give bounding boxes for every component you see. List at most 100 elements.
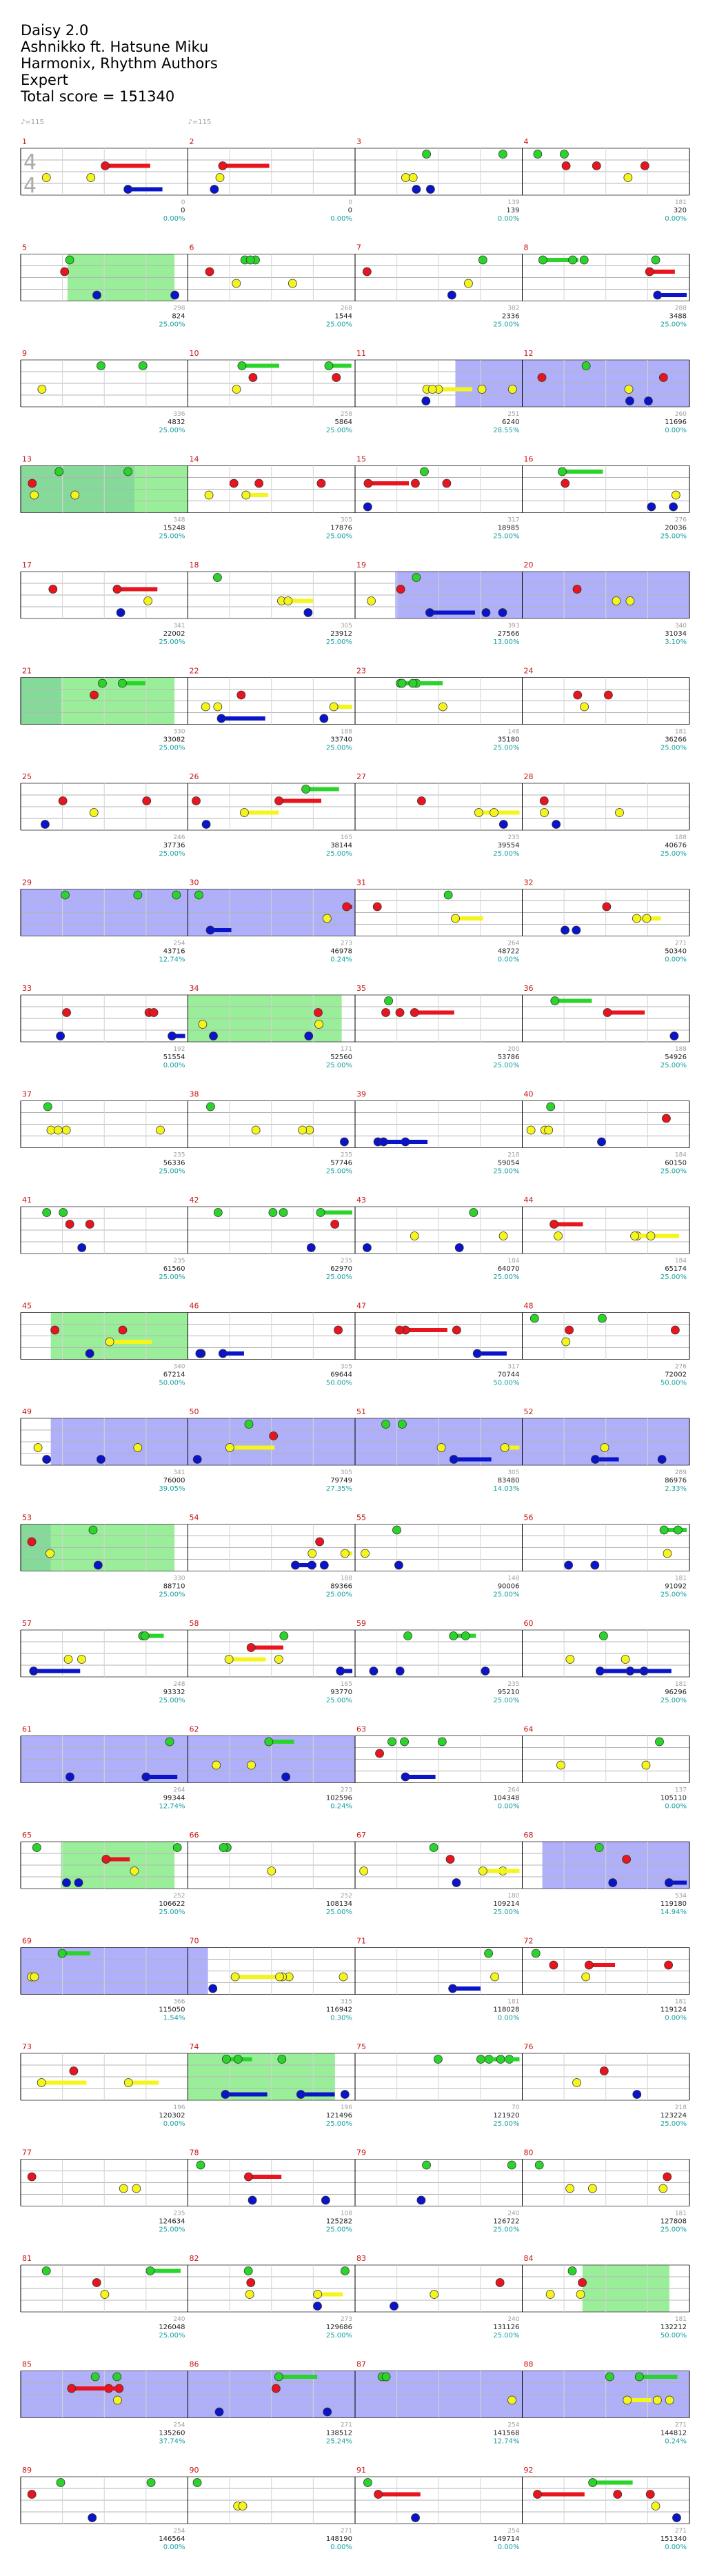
measure-percent: 25.00% [493,2332,519,2339]
note-gem [117,678,127,688]
note-gem [170,290,179,300]
measure-number: 91 [356,2466,366,2475]
note-gem [392,1525,401,1535]
note-gem [70,490,80,500]
measure-number: 68 [524,1831,534,1840]
phrase-points: 336 [173,411,185,418]
measure-score: 99344 [163,1795,185,1802]
phrase-points: 246 [173,834,185,841]
measure-number: 32 [524,878,534,887]
phrase-points: 165 [341,834,352,841]
measure-percent: 14.94% [660,1909,687,1916]
sustain-note [235,1975,276,1979]
phrase-points: 0 [181,199,185,206]
sustain-note [592,2480,633,2485]
note-gem [359,1866,369,1875]
measure-score: 52560 [330,1054,352,1061]
phrase-points: 289 [675,1469,687,1476]
note-gem [42,1455,52,1464]
note-gem [340,2090,350,2099]
note-gem [246,2278,256,2287]
measure-number: 22 [190,667,199,676]
measure-number: 75 [356,2042,366,2051]
note-gem [384,996,393,1005]
measure-score: 69644 [330,1371,352,1379]
measure-number: 31 [356,878,366,887]
note-gem [140,1631,150,1640]
note-gem [603,690,613,700]
note-gem [271,2384,281,2393]
note-gem [422,2160,431,2170]
note-gem [315,1537,325,1547]
measure-percent: 25.00% [493,1062,519,1069]
note-gem [534,2160,544,2170]
note-gem [218,161,228,170]
note-gem [561,479,570,488]
measure-percent: 25.00% [326,850,352,858]
phrase-points: 271 [341,2528,352,2535]
note-gem [281,1772,291,1782]
note-gem [246,1643,256,1652]
sustain-note [128,2080,159,2085]
note-gem [201,820,211,829]
phrase-points: 330 [173,1576,185,1582]
note-gem [621,1655,630,1664]
sustain-note [41,2080,87,2085]
measure-score: 64070 [498,1265,520,1273]
note-gem [204,490,214,500]
phrase-points: 252 [341,1893,352,1900]
measure-number: 9 [22,349,27,358]
note-gem [598,1631,608,1640]
note-gem [663,1549,672,1558]
note-gem [363,479,373,488]
note-gem [332,373,341,382]
sustain-note [241,363,279,368]
note-gem [599,2066,609,2075]
measure-percent: 50.00% [326,1380,352,1387]
note-gem [192,1455,202,1464]
note-gem [63,1655,73,1664]
measure-percent: 0.00% [665,215,687,223]
note-gem [658,373,668,382]
sustain-note [430,610,475,615]
phrase-points: 196 [173,2104,185,2111]
phrase-points: 348 [173,517,185,524]
measure-percent: 25.00% [326,2332,352,2339]
note-gem [216,714,226,723]
measure-score: 90006 [498,1583,520,1591]
note-gem [544,1125,554,1135]
note-gem [201,702,210,712]
note-gem [605,2372,614,2382]
note-gem [313,2302,322,2311]
chart-row: 533308871025.00%541888936625.00%55148900… [20,1513,690,1599]
measure-percent: 50.00% [159,1380,185,1387]
measure-number: 5 [22,243,27,252]
sustain-note [222,163,270,168]
phrase-points: 264 [507,1787,519,1794]
note-gem [43,1102,52,1111]
sustain-note [172,1034,185,1038]
measure-percent: 12.74% [159,956,185,964]
note-gem [279,1208,288,1217]
sustain-note [478,810,520,815]
phrase-points: 271 [675,940,687,947]
phrase-points: 235 [173,2211,185,2217]
note-gem [313,2290,323,2299]
measure-score: 51554 [163,1054,185,1061]
note-gem [374,2490,383,2499]
note-gem [474,808,483,817]
note-gem [60,267,70,276]
measure-number: 69 [22,1937,32,1946]
measure-number: 62 [190,1725,199,1734]
measure-number: 92 [524,2466,534,2475]
note-gem [669,502,678,512]
note-gem [642,914,652,923]
measure-number: 76 [524,2042,534,2051]
measure-number: 87 [356,2360,366,2369]
note-gem [361,1549,370,1558]
measure-score: 60150 [665,1160,687,1167]
note-gem [133,1443,143,1452]
note-gem [572,925,581,935]
sustain-note [122,681,145,685]
measure-number: 54 [190,1513,199,1522]
